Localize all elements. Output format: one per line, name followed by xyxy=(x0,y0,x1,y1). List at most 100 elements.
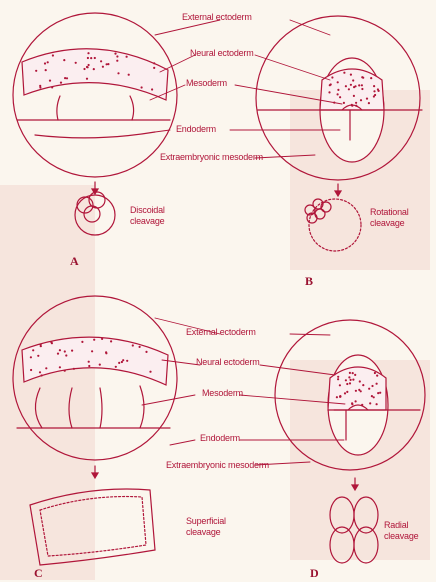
ectoderm-dot xyxy=(353,86,355,88)
ectoderm-dot xyxy=(350,84,352,86)
ectoderm-dot xyxy=(352,379,354,381)
ectoderm-dot xyxy=(358,389,360,391)
ectoderm-dot xyxy=(350,379,352,381)
ectoderm-dot xyxy=(30,356,32,358)
ectoderm-dot xyxy=(145,351,147,353)
ectoderm-dot xyxy=(59,366,61,368)
ectoderm-dot xyxy=(35,70,37,72)
ectoderm-dot xyxy=(66,77,68,79)
ectoderm-dot xyxy=(149,371,151,373)
label-cleavage-d: Radial cleavage xyxy=(384,520,436,542)
ectoderm-dot xyxy=(117,72,119,74)
ectoderm-dot xyxy=(352,372,354,374)
ectoderm-dot xyxy=(50,341,52,343)
ectoderm-dot xyxy=(371,385,373,387)
ectoderm-dot xyxy=(37,355,39,357)
ectoderm-dot xyxy=(328,91,330,93)
ectoderm-dot xyxy=(101,338,103,340)
ectoderm-dot xyxy=(59,349,61,351)
ectoderm-dot xyxy=(355,390,357,392)
ectoderm-dot xyxy=(353,95,355,97)
ectoderm-dot xyxy=(377,392,379,394)
label-cleavage-b: Rotational cleavage xyxy=(370,207,430,229)
ectoderm-dot xyxy=(118,362,120,364)
ectoderm-dot xyxy=(151,88,153,90)
ectoderm-dot xyxy=(41,374,43,376)
ectoderm-dot xyxy=(49,80,51,82)
ectoderm-dot xyxy=(361,404,363,406)
ectoderm-dot xyxy=(337,89,339,91)
ectoderm-dot xyxy=(39,371,41,373)
ectoderm-dot xyxy=(90,57,92,59)
label-cleavage-c: Superficial cleavage xyxy=(186,516,246,538)
ectoderm-dot xyxy=(373,396,375,398)
ectoderm-dot xyxy=(94,57,96,59)
ectoderm-dot xyxy=(344,392,346,394)
ectoderm-dot xyxy=(368,102,370,104)
ectoderm-dot xyxy=(346,391,348,393)
ectoderm-dot xyxy=(93,68,95,70)
panel-a-embryo xyxy=(13,13,177,177)
ectoderm-dot xyxy=(88,64,90,66)
ectoderm-dot xyxy=(126,56,128,58)
ectoderm-dot xyxy=(86,78,88,80)
ectoderm-dot xyxy=(368,388,370,390)
label-neural-ectoderm-bottom: Neural ectoderm xyxy=(196,357,260,367)
ectoderm-dot xyxy=(362,77,364,79)
ectoderm-dot xyxy=(360,99,362,101)
ectoderm-dot xyxy=(107,63,109,65)
ectoderm-dot xyxy=(355,105,357,107)
ectoderm-dot xyxy=(376,375,378,377)
ectoderm-dot xyxy=(373,95,375,97)
ectoderm-dot xyxy=(153,67,155,69)
ectoderm-dot xyxy=(349,382,351,384)
ectoderm-dot xyxy=(339,96,341,98)
ectoderm-dot xyxy=(88,365,90,367)
ectoderm-dot xyxy=(139,346,141,348)
ectoderm-dot xyxy=(39,86,41,88)
ectoderm-dot xyxy=(75,62,77,64)
ectoderm-dot xyxy=(371,395,373,397)
ectoderm-dot xyxy=(337,93,339,95)
ectoderm-dot xyxy=(377,88,379,90)
ectoderm-dot xyxy=(64,77,66,79)
ectoderm-dot xyxy=(366,98,368,100)
ectoderm-dot xyxy=(71,350,73,352)
ectoderm-dot xyxy=(116,55,118,57)
ectoderm-dot xyxy=(73,368,75,370)
ectoderm-dot xyxy=(343,102,345,104)
panel-letter-c: C xyxy=(34,566,43,581)
ectoderm-dot xyxy=(153,62,155,64)
label-extraembryonic-mesoderm-top: Extraembryonic mesoderm xyxy=(160,152,263,162)
ectoderm-dot xyxy=(102,66,104,68)
ectoderm-dot xyxy=(47,61,49,63)
ectoderm-dot xyxy=(52,54,54,56)
ectoderm-dot xyxy=(374,372,376,374)
ectoderm-dot xyxy=(343,72,345,74)
label-neural-ectoderm-top: Neural ectoderm xyxy=(190,48,254,58)
ectoderm-dot xyxy=(379,392,381,394)
ectoderm-dot xyxy=(132,344,134,346)
ectoderm-dot xyxy=(331,76,333,78)
panel-letter-a: A xyxy=(70,254,79,269)
ectoderm-dot xyxy=(64,350,66,352)
ectoderm-dot xyxy=(141,86,143,88)
ectoderm-dot xyxy=(91,350,93,352)
ectoderm-dot xyxy=(345,379,347,381)
label-mesoderm-top: Mesoderm xyxy=(186,78,227,88)
ectoderm-dot xyxy=(121,361,123,363)
ectoderm-dot xyxy=(114,53,116,55)
ectoderm-dot xyxy=(116,60,118,62)
label-cleavage-a: Discoidal cleavage xyxy=(130,205,190,227)
ectoderm-dot xyxy=(115,366,117,368)
ectoderm-dot xyxy=(30,369,32,371)
ectoderm-dot xyxy=(337,376,339,378)
ectoderm-dot xyxy=(348,376,350,378)
ectoderm-dot xyxy=(361,88,363,90)
ectoderm-dot xyxy=(376,383,378,385)
ectoderm-dot xyxy=(362,384,364,386)
ectoderm-dot xyxy=(350,74,352,76)
ectoderm-dot xyxy=(44,62,46,64)
ectoderm-dot xyxy=(88,361,90,363)
